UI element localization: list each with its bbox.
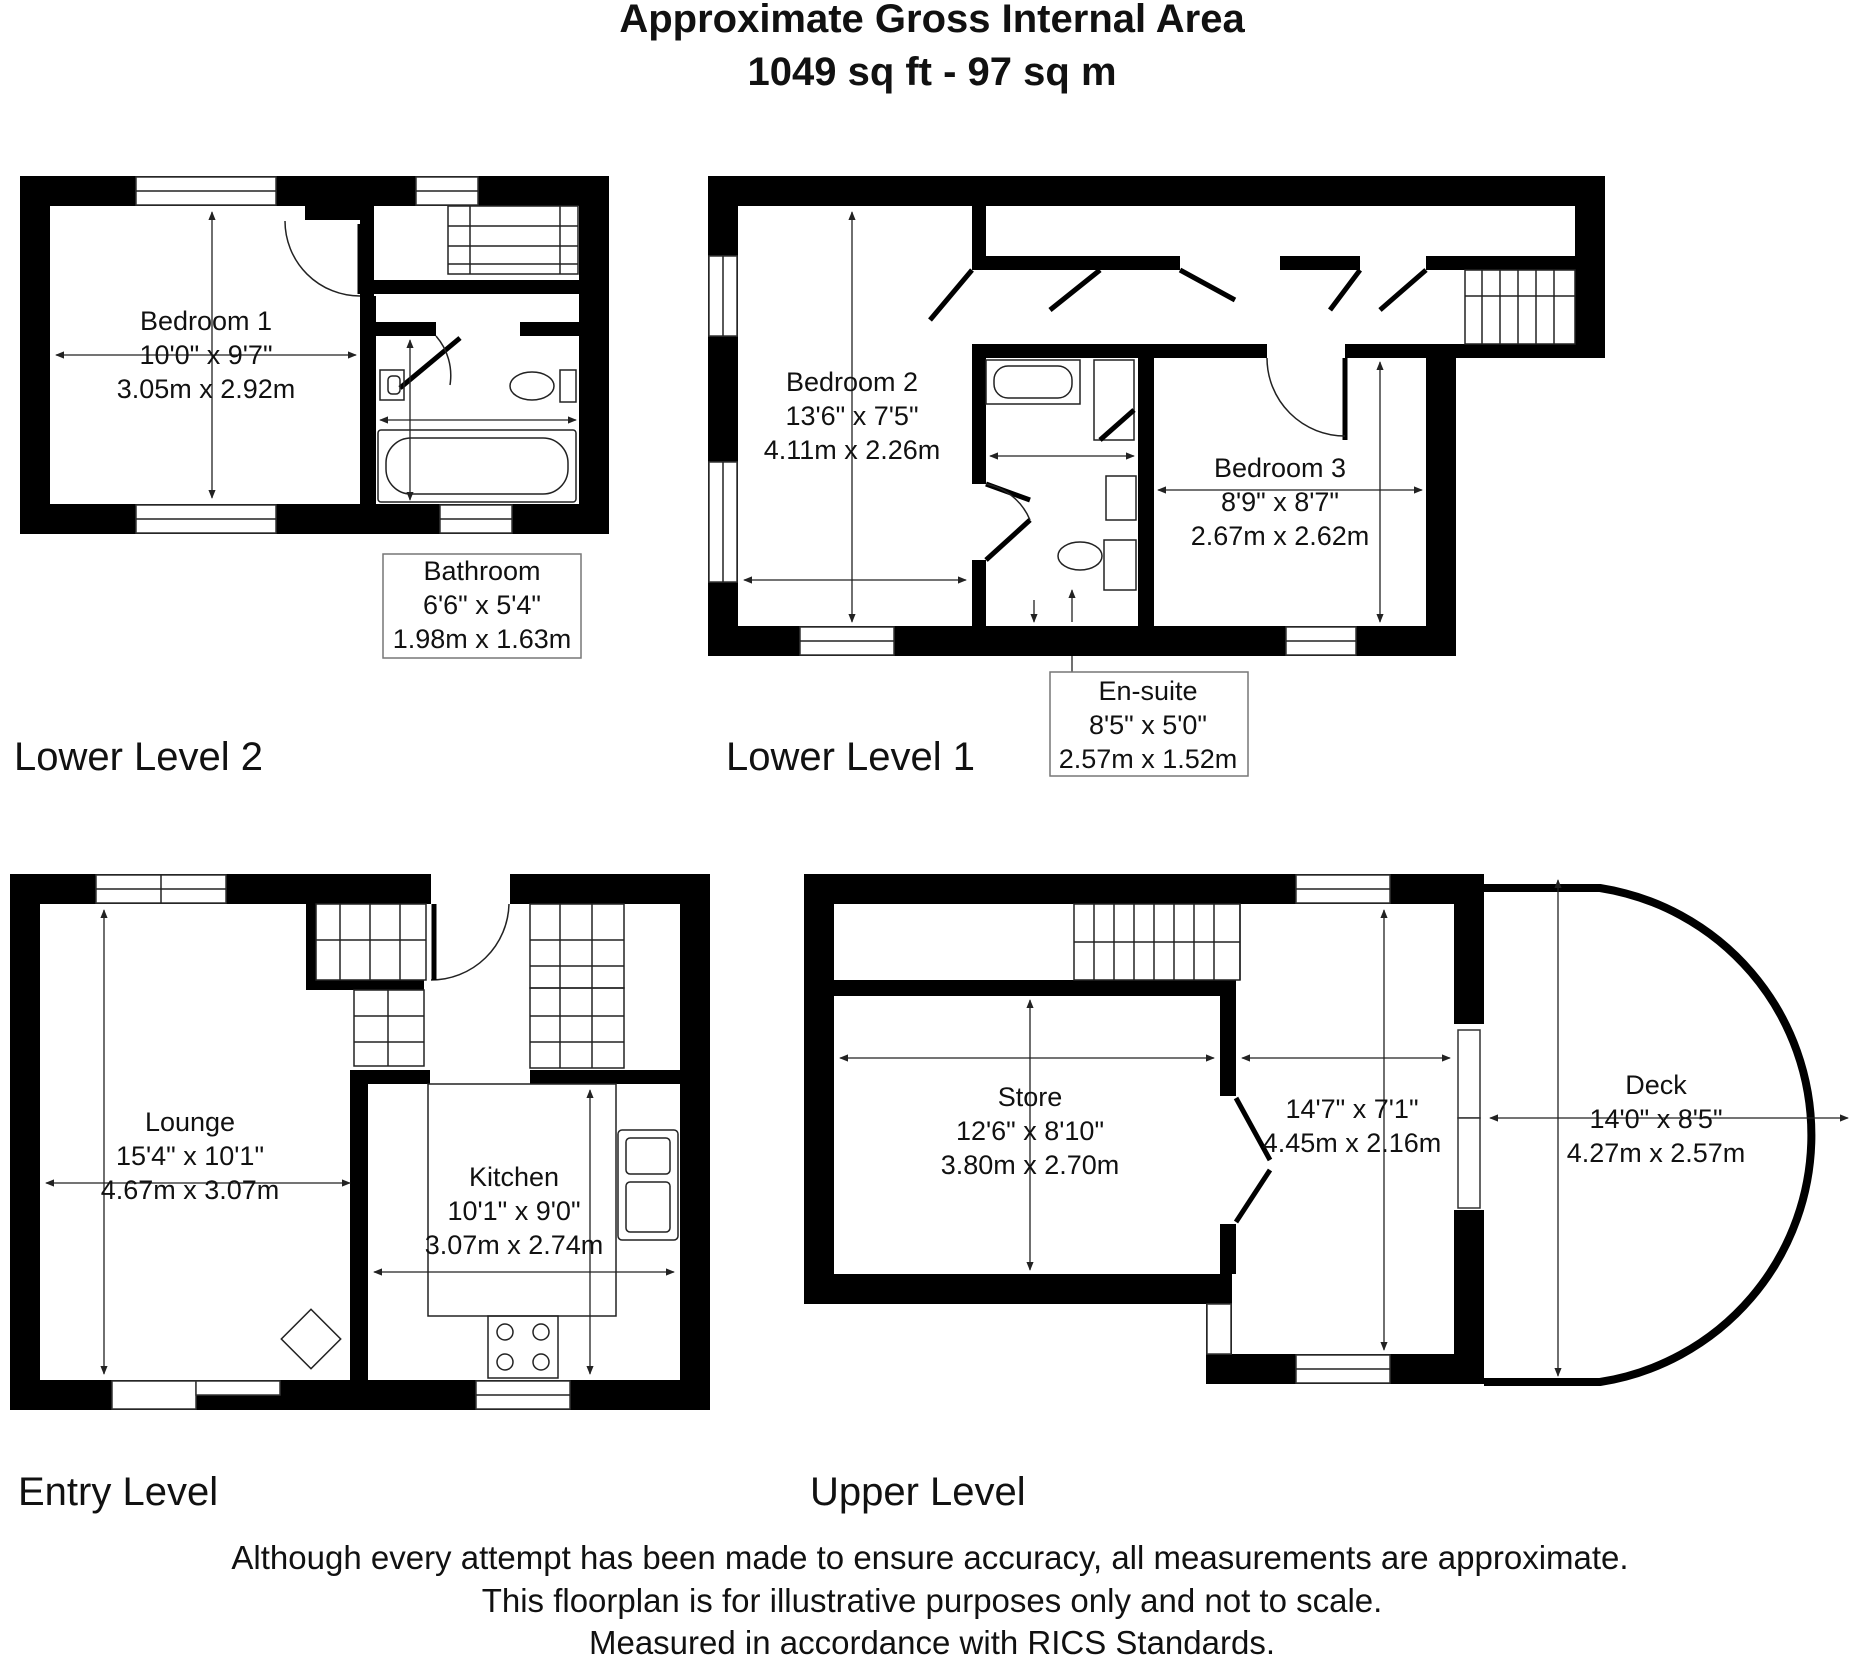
disclaimer-line-3: Measured in accordance with RICS Standar… (589, 1624, 1275, 1661)
deck-imperial: 14'0" x 8'5" (1589, 1104, 1722, 1134)
title-line-2: 1049 sq ft - 97 sq m (747, 50, 1116, 94)
lounge-name: Lounge (145, 1107, 235, 1137)
ensuite-metric: 2.57m x 1.52m (1059, 744, 1238, 774)
upper-room-imperial: 14'7" x 7'1" (1285, 1094, 1418, 1124)
disclaimer-line-2: This floorplan is for illustrative purpo… (482, 1582, 1383, 1619)
deck-name: Deck (1625, 1070, 1687, 1100)
bathroom-imperial: 6'6" x 5'4" (423, 590, 541, 620)
bedroom1-metric: 3.05m x 2.92m (117, 374, 296, 404)
store-metric: 3.80m x 2.70m (941, 1150, 1120, 1180)
entry-level-label: Entry Level (18, 1470, 218, 1514)
lounge-metric: 4.67m x 3.07m (101, 1175, 280, 1205)
bedroom1-name: Bedroom 1 (140, 306, 272, 336)
store-imperial: 12'6" x 8'10" (956, 1116, 1104, 1146)
ensuite-imperial: 8'5" x 5'0" (1089, 710, 1207, 740)
lower-level-2-plan (20, 176, 609, 659)
store-name: Store (998, 1082, 1063, 1112)
bedroom2-imperial: 13'6" x 7'5" (785, 401, 918, 431)
lower-level-1-label: Lower Level 1 (726, 735, 975, 779)
bedroom2-metric: 4.11m x 2.26m (764, 435, 941, 465)
bathroom-name: Bathroom (423, 556, 540, 586)
lower-level-1-plan (708, 176, 1605, 777)
entry-level-plan (10, 874, 710, 1410)
deck-metric: 4.27m x 2.57m (1567, 1138, 1746, 1168)
kitchen-name: Kitchen (469, 1162, 559, 1192)
kitchen-imperial: 10'1" x 9'0" (447, 1196, 580, 1226)
bedroom3-metric: 2.67m x 2.62m (1191, 521, 1370, 551)
bedroom2-name: Bedroom 2 (786, 367, 918, 397)
upper-room-metric: 4.45m x 2.16m (1263, 1128, 1442, 1158)
bathroom-metric: 1.98m x 1.63m (393, 624, 572, 654)
lounge-imperial: 15'4" x 10'1" (116, 1141, 264, 1171)
lower-level-2-label: Lower Level 2 (14, 735, 263, 779)
bedroom3-name: Bedroom 3 (1214, 453, 1346, 483)
upper-level-label: Upper Level (810, 1470, 1026, 1514)
title-line-1: Approximate Gross Internal Area (619, 0, 1245, 41)
disclaimer-line-1: Although every attempt has been made to … (231, 1539, 1628, 1576)
bedroom1-imperial: 10'0" x 9'7" (139, 340, 272, 370)
ensuite-name: En-suite (1098, 676, 1197, 706)
kitchen-metric: 3.07m x 2.74m (425, 1230, 604, 1260)
bedroom3-imperial: 8'9" x 8'7" (1221, 487, 1339, 517)
upper-level-plan (804, 874, 1849, 1386)
